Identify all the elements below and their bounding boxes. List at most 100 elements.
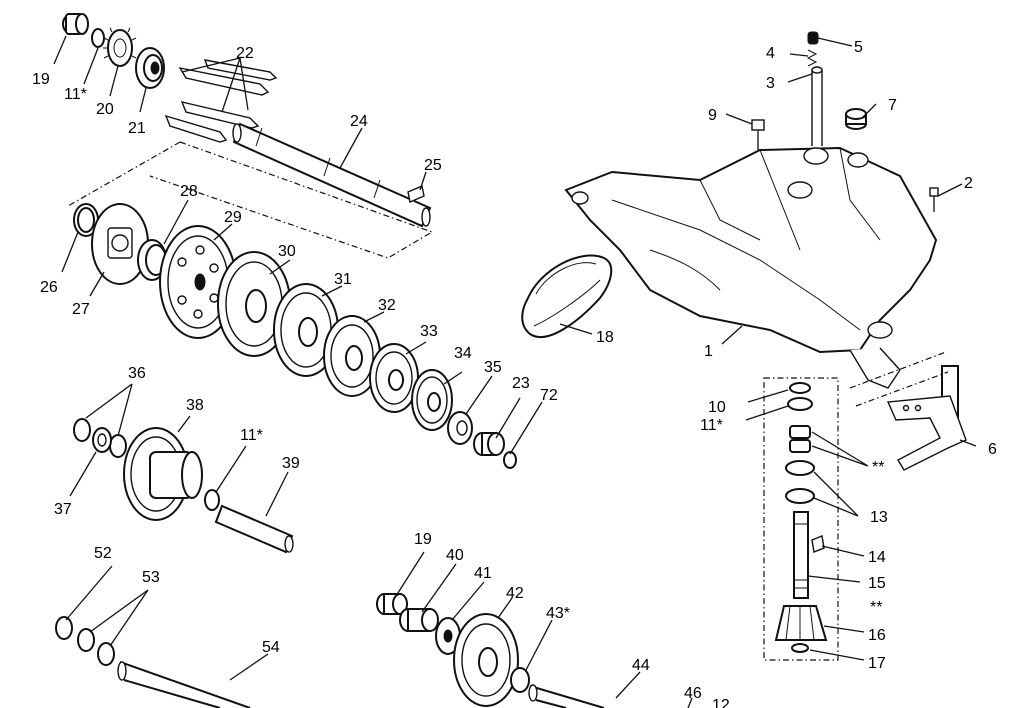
part-7-plug [845,108,867,130]
callout-36: 36 [128,365,146,382]
callout-27: 27 [72,301,90,318]
callout-double-star-lower: ** [870,599,882,616]
part-42-gear [453,613,519,707]
callout-40: 40 [446,547,464,564]
part-54-shaft [117,661,251,708]
part-28-bearing [137,239,167,281]
callout-11-right: 11* [700,417,723,434]
part-9-bolt [751,119,765,150]
callout-44: 44 [632,657,650,674]
part-32-gear [323,315,381,397]
part-6-lever [886,365,967,471]
part-36-washers [73,418,127,458]
callout-39: 39 [282,455,300,472]
callout-15: 15 [868,575,886,592]
callout-6: 6 [988,441,997,458]
callout-2: 2 [964,175,973,192]
callout-10: 10 [708,399,726,416]
callout-37: 37 [54,501,72,518]
part-18-chain [521,254,613,338]
part-19-bushing-top [62,13,89,35]
part-37-washer [92,427,112,453]
callout-23: 23 [512,375,530,392]
callout-1: 1 [704,343,713,360]
part-14-shaft [793,511,825,599]
callout-13: 13 [870,509,888,526]
part-39-pin [214,504,294,554]
part-31-gear [273,283,339,377]
callout-16: 16 [868,627,886,644]
part-24-shaft [232,122,432,228]
part-41-sprocket [435,617,461,655]
part-22-keys [164,59,278,143]
part-29-gear [159,225,237,339]
leader-lines [53,35,977,708]
part-2-bolt [929,187,939,212]
dashed-box-lever [849,351,949,407]
callout-12: 12 [712,697,730,708]
part-5-cap [807,31,819,45]
callout-double-star-upper: ** [872,459,884,476]
callout-33: 33 [420,323,438,340]
callout-14: 14 [868,549,886,566]
callout-29: 29 [224,209,242,226]
callout-24: 24 [350,113,368,130]
part-26-ring [73,203,99,237]
callout-19-bottom: 19 [414,531,432,548]
callout-31: 31 [334,271,352,288]
callout-5: 5 [854,39,863,56]
callout-19-top: 19 [32,71,50,88]
dashed-box-upper [67,141,434,259]
callout-20: 20 [96,101,114,118]
callout-9: 9 [708,107,717,124]
callout-53: 53 [142,569,160,586]
part-44-shaft [528,684,605,708]
callout-41: 41 [474,565,492,582]
callout-34: 34 [454,345,472,362]
callout-25: 25 [424,157,442,174]
part-38-gear [123,427,203,521]
part-25-key [407,185,425,203]
callout-32: 32 [378,297,396,314]
callout-22: 22 [236,45,254,62]
part-53-washers [77,628,115,666]
callout-3: 3 [766,75,775,92]
part-43-washer [510,667,530,693]
callout-42: 42 [506,585,524,602]
part-11-washer-right [787,397,813,411]
callout-11-mid: 11* [240,427,263,444]
callout-21: 21 [128,120,146,137]
part-52-ring [55,616,73,640]
callout-30: 30 [278,243,296,260]
part-20-sprocket [103,27,137,67]
dashed-box-pinion [763,377,839,661]
part-4-spring [806,49,818,67]
part-1-housing [564,146,938,389]
callout-11-top: 11* [64,86,87,103]
callout-28: 28 [180,183,198,200]
callout-7: 7 [888,97,897,114]
callout-46: 46 [684,685,702,702]
callout-26: 26 [40,279,58,296]
part-bearings-right [789,425,811,453]
part-33-gear [369,343,419,413]
part-11-washer-mid [204,489,220,511]
callout-35: 35 [484,359,502,376]
callout-43: 43* [546,605,570,622]
part-21-seal [135,47,165,89]
part-72-oring [503,451,517,469]
callout-38: 38 [186,397,204,414]
part-3-pin [811,66,823,146]
callout-52: 52 [94,545,112,562]
part-19-bushing-bottom [376,593,408,615]
part-11-washer-top [91,28,105,48]
part-27-sprocket [91,203,149,285]
part-40-spacer [399,608,439,632]
callout-17: 17 [868,655,886,672]
part-17-ring [791,643,809,653]
part-30-gear [217,251,291,357]
part-35-washer [447,411,473,445]
part-23-bushing [473,432,505,456]
part-10-ring [789,382,811,394]
